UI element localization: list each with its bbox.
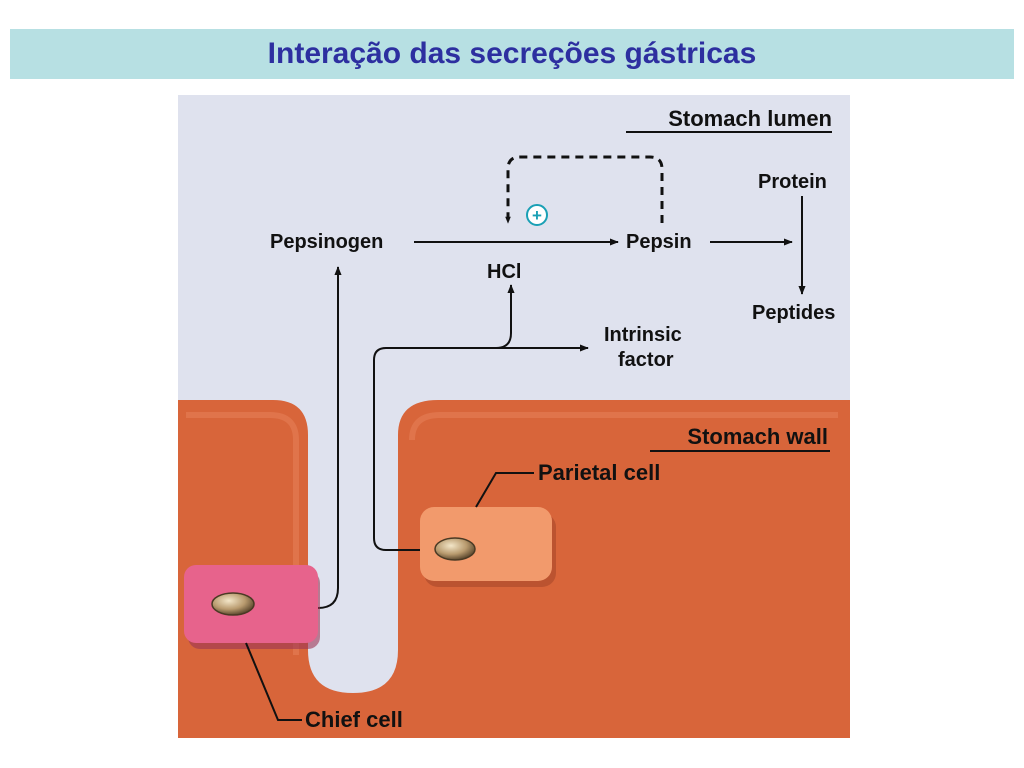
pepsinogen-label: Pepsinogen [270, 231, 383, 253]
intrinsic-factor-label-line1: Intrinsic [604, 324, 682, 346]
stomach-lumen-label: Stomach lumen [668, 106, 832, 131]
chief-cell-leader-line [245, 642, 302, 721]
chief-cell-to-pepsinogen-arrow [317, 266, 342, 609]
chief-cell [184, 565, 320, 649]
feedback-plus-circle [526, 204, 548, 226]
pepsin-label: Pepsin [626, 231, 692, 253]
parietal-cell-leader-line [475, 472, 534, 508]
gastric-secretions-diagram: Stomach lumen Stomach wall Pepsinogen Pe… [178, 95, 850, 738]
slide-title: Interação das secreções gástricas [267, 37, 757, 70]
feedback-plus-sign: + [532, 206, 542, 225]
parietal-cell [420, 507, 556, 587]
chief-cell-nucleus [211, 592, 255, 616]
peptides-label: Peptides [752, 302, 835, 324]
parietal-cell-label: Parietal cell [538, 460, 660, 485]
wall-highlight [186, 412, 299, 655]
wall-highlight [409, 412, 838, 441]
intrinsic-factor-label-line2: factor [618, 349, 674, 371]
protein-label: Protein [758, 171, 827, 193]
stomach-wall-label: Stomach wall [687, 424, 828, 449]
parietal-cell-to-hcl-arrow [373, 284, 515, 551]
title-bar: Interação das secreções gástricas [10, 29, 1014, 79]
pepsin-feedback-loop [505, 155, 664, 224]
hcl-label: HCl [487, 261, 521, 283]
diagram-svg: Stomach lumen Stomach wall Pepsinogen Pe… [178, 95, 850, 738]
chief-cell-label: Chief cell [305, 707, 403, 732]
parietal-cell-nucleus [434, 537, 476, 561]
